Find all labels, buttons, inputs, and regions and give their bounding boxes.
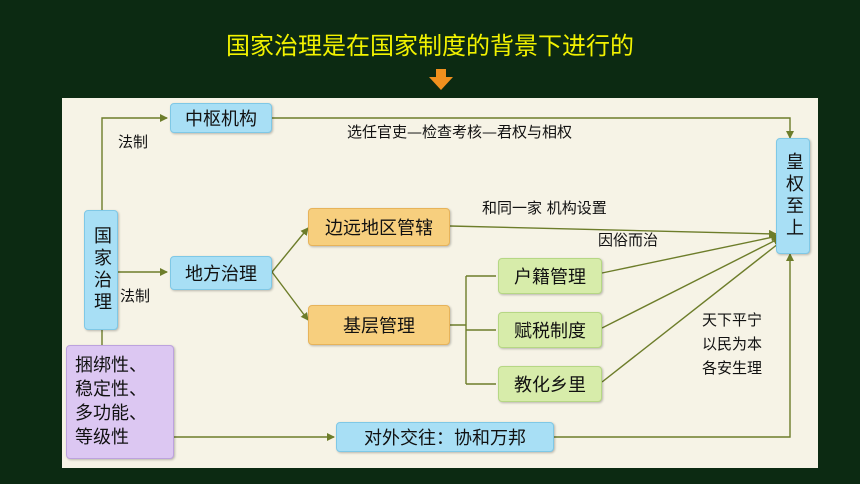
frontier-box: 边远地区管辖 [308, 208, 450, 246]
item-village-education: 教化乡里 [498, 366, 602, 402]
edge-foreign-target [554, 253, 794, 438]
local-edge-label: 法制 [120, 287, 151, 305]
down-arrow-icon [429, 69, 453, 90]
frontier-note-top: 和同一家 机构设置 [482, 199, 607, 217]
edge-local-grassroots [271, 271, 309, 321]
local-governance-box: 地方治理 [170, 256, 272, 290]
central-note: 选任官吏—检查考核—君权与相权 [347, 123, 573, 141]
frontier-note-bottom: 因俗而治 [598, 231, 659, 249]
edge-item3-target [601, 239, 784, 383]
edge-item1-target [601, 233, 779, 274]
edge-frontier-target [449, 225, 777, 238]
target-box: 皇权至上 [776, 138, 810, 254]
item-household-register: 户籍管理 [498, 258, 602, 294]
root-box: 国家治理 [84, 210, 118, 330]
grassroots-box: 基层管理 [308, 305, 450, 345]
central-organ-box: 中枢机构 [170, 103, 272, 133]
edge-local-frontier [271, 227, 309, 273]
edge-root-central [101, 114, 168, 210]
grassroots-note: 天下平宁 以民为本 各安生理 [702, 311, 763, 377]
edge-grassroots-items [450, 275, 496, 385]
item-tax-system: 赋税制度 [498, 312, 602, 348]
root-attributes-box: 捆绑性、 稳定性、 多功能、 等级性 [66, 345, 174, 459]
edge-central-target [272, 117, 794, 139]
page-title: 国家治理是在国家制度的背景下进行的 [226, 32, 634, 60]
central-edge-label: 法制 [118, 133, 149, 151]
foreign-relations-box: 对外交往：协和万邦 [336, 422, 554, 452]
structure-diagram: 中枢机构 法制 选任官吏—检查考核—君权与相权 国家治理 捆绑性、 稳定性、 多… [62, 98, 818, 468]
edge-item2-target [601, 237, 781, 329]
